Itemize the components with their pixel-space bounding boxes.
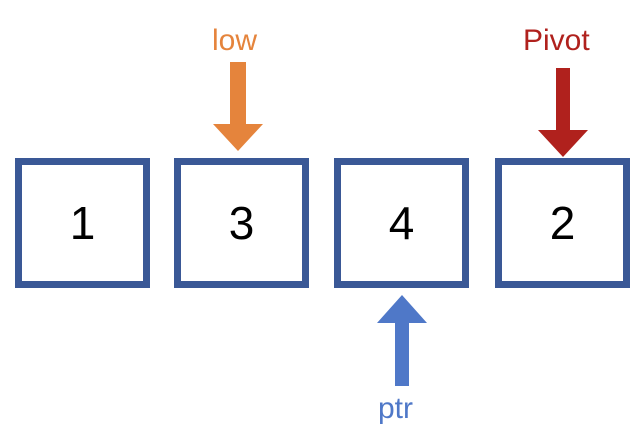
array-cell-0: 1 xyxy=(15,158,150,288)
array-cell-value: 4 xyxy=(388,197,415,249)
low-arrow-down-icon xyxy=(213,62,263,151)
array-cell-value: 1 xyxy=(69,197,96,249)
low-label: low xyxy=(212,24,258,57)
pivot-label: Pivot xyxy=(523,24,590,57)
array-cell-2: 4 xyxy=(334,158,469,288)
ptr-arrow-up-icon xyxy=(377,295,427,386)
pivot-arrow-down-icon xyxy=(538,68,588,157)
array-cell-value: 2 xyxy=(549,197,576,249)
array-cell-3: 2 xyxy=(495,158,630,288)
ptr-label: ptr xyxy=(378,392,414,425)
array-cell-value: 3 xyxy=(228,197,255,249)
array-cell-1: 3 xyxy=(174,158,309,288)
